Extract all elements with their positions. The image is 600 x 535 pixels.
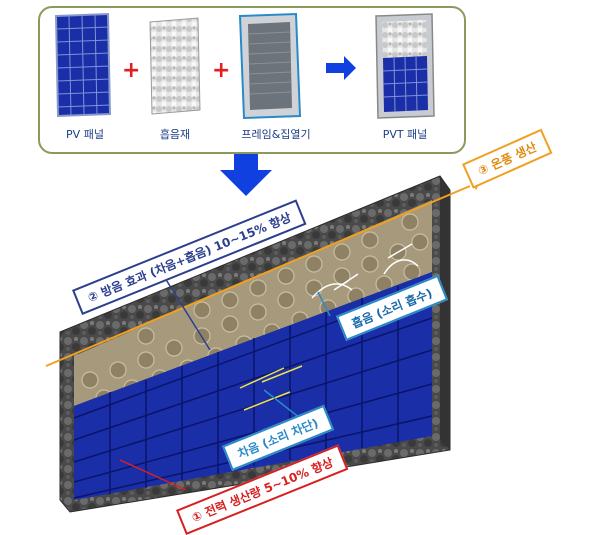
pvt-assembly-diagram: [0, 0, 600, 532]
